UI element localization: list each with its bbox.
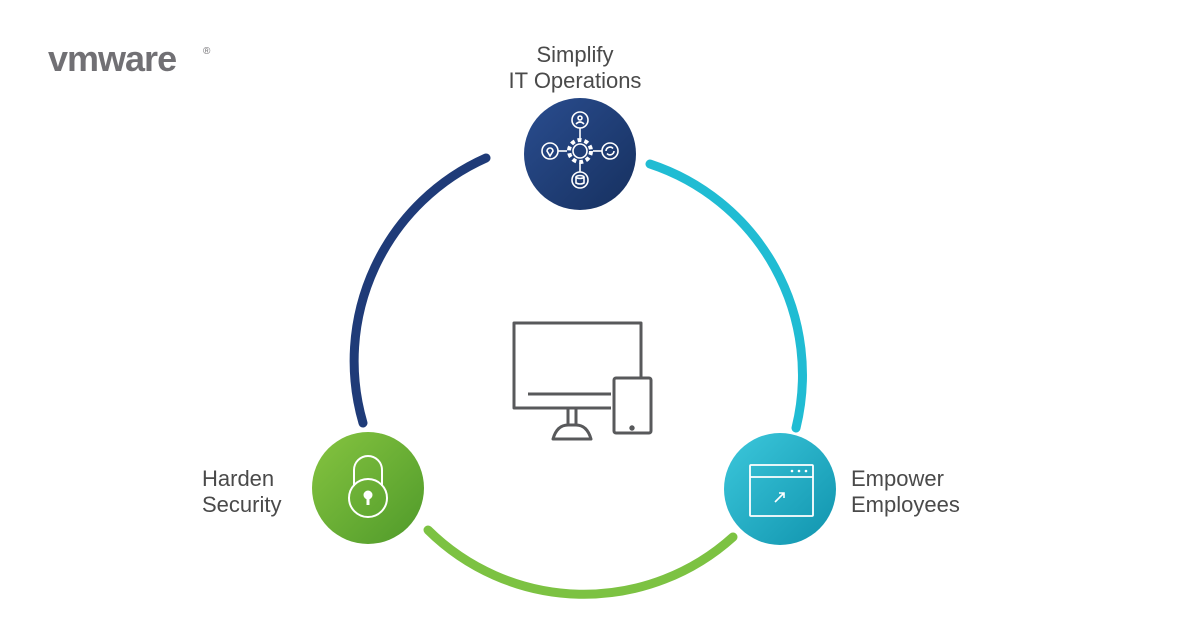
- label-simplify-line2: IT Operations: [508, 68, 642, 93]
- label-employees-line2: Employees: [851, 492, 960, 517]
- padlock-icon: [348, 455, 388, 518]
- app-window-icon: [749, 464, 814, 517]
- label-security-line1: Harden: [202, 466, 275, 491]
- arc-simplify-to-employees: [645, 159, 807, 433]
- label-simplify-it-operations: Simplify IT Operations: [470, 42, 680, 94]
- label-harden-security: Harden Security: [202, 466, 281, 518]
- node-simplify-it-operations: [524, 98, 636, 210]
- node-empower-employees: [724, 433, 836, 545]
- gear-network-icon: [541, 111, 619, 189]
- label-security-line2: Security: [202, 492, 282, 517]
- label-employees-line1: Empower: [851, 466, 944, 491]
- logo-trademark: ®: [203, 46, 211, 57]
- vmware-logo: vmware ®: [48, 38, 211, 79]
- arc-security-to-employees: [423, 525, 738, 599]
- node-harden-security: [312, 432, 424, 544]
- desktop-and-tablet-icon: [512, 321, 653, 441]
- label-empower-employees: Empower Employees: [851, 466, 960, 518]
- label-simplify-line1: Simplify: [536, 42, 614, 67]
- arc-simplify-to-security: [349, 153, 491, 428]
- logo-text: vmware: [48, 38, 176, 79]
